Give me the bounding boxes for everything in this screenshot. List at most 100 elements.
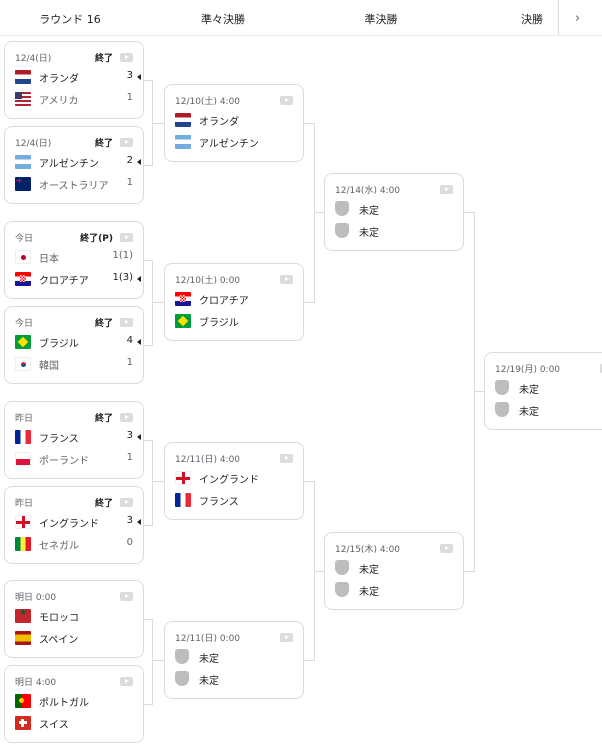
video-icon[interactable]: [120, 413, 133, 422]
match-date: 12/4(日): [15, 139, 52, 149]
team-name: 未定: [199, 676, 219, 687]
video-icon[interactable]: [280, 454, 293, 463]
team-name: セネガル: [39, 541, 79, 552]
team-row: 未定: [175, 648, 293, 666]
match-date: 今日: [15, 319, 34, 329]
flag-nl-icon: [15, 70, 31, 84]
video-icon[interactable]: [280, 633, 293, 642]
shield-icon: [335, 201, 349, 216]
bracket-line: [144, 525, 152, 526]
team-row: 韓国 1: [15, 355, 133, 373]
match-date: 12/4(日): [15, 54, 52, 64]
match-status: 終了: [94, 319, 113, 329]
round-header: ラウンド 16 準々決勝 準決勝 決勝 ›: [0, 0, 602, 36]
video-icon[interactable]: [120, 138, 133, 147]
team-name: 韓国: [39, 361, 59, 372]
team-name: 未定: [359, 206, 379, 217]
round-label-sf[interactable]: 準決勝: [364, 13, 398, 26]
flag-kr-icon: [15, 357, 31, 371]
team-row: 未定: [175, 670, 293, 688]
bracket-line: [152, 481, 164, 482]
bracket-line: [152, 123, 164, 124]
match-date: 今日: [15, 234, 34, 244]
shield-icon: [175, 649, 189, 664]
video-icon[interactable]: [440, 544, 453, 553]
flag-fr-icon: [15, 430, 31, 444]
next-round-button[interactable]: ›: [558, 0, 596, 36]
team-name: 未定: [519, 407, 539, 418]
flag-hr-icon: [15, 272, 31, 286]
team-name: クロアチア: [199, 296, 249, 307]
shield-icon: [495, 402, 509, 417]
team-score: 1(1): [112, 250, 133, 261]
match-card[interactable]: 12/10(土) 4:00 オランダアルゼンチン: [164, 84, 304, 162]
winner-arrow-icon: [137, 276, 141, 282]
flag-jp-icon: [15, 250, 31, 264]
team-score: 1: [126, 357, 133, 368]
match-date: 12/10(土) 4:00: [175, 97, 241, 107]
team-score: 1(3): [112, 272, 133, 283]
team-score: 1: [126, 452, 133, 463]
winner-arrow-icon: [137, 434, 141, 440]
match-date: 明日 4:00: [15, 678, 57, 688]
video-icon[interactable]: [120, 318, 133, 327]
video-icon[interactable]: [600, 364, 602, 373]
bracket-line: [304, 481, 314, 482]
video-icon[interactable]: [120, 677, 133, 686]
round-label-r16[interactable]: ラウンド 16: [39, 13, 101, 26]
flag-br-icon: [175, 314, 191, 328]
team-name: フランス: [199, 497, 239, 508]
match-date: 12/11(日) 0:00: [175, 634, 241, 644]
match-card[interactable]: 明日 0:00モロッコスペイン: [4, 580, 144, 658]
team-name: ポーランド: [39, 456, 89, 467]
flag-ar-icon: [175, 135, 191, 149]
team-row: 未定: [335, 222, 453, 240]
video-icon[interactable]: [120, 592, 133, 601]
team-name: オーストラリア: [39, 181, 109, 192]
flag-pt-icon: [15, 694, 31, 708]
team-name: フランス: [39, 434, 79, 445]
flag-en-icon: [15, 515, 31, 529]
bracket-line: [144, 440, 152, 441]
video-icon[interactable]: [280, 96, 293, 105]
team-row: オランダ: [175, 111, 293, 129]
video-icon[interactable]: [120, 233, 133, 242]
team-row: ポルトガル: [15, 692, 133, 710]
video-icon[interactable]: [440, 185, 453, 194]
bracket-line: [144, 345, 152, 346]
flag-en-icon: [175, 471, 191, 485]
video-icon[interactable]: [120, 53, 133, 62]
team-name: アルゼンチン: [199, 139, 259, 150]
shield-icon: [335, 223, 349, 238]
team-name: 日本: [39, 254, 59, 265]
team-name: オランダ: [39, 74, 79, 85]
round-label-qf[interactable]: 準々決勝: [201, 13, 245, 26]
flag-nl-icon: [175, 113, 191, 127]
video-icon[interactable]: [280, 275, 293, 284]
video-icon[interactable]: [120, 498, 133, 507]
match-date: 12/14(水) 4:00: [335, 186, 401, 196]
team-name: クロアチア: [39, 276, 89, 287]
bracket-line: [464, 212, 474, 213]
round-label-final[interactable]: 決勝: [521, 13, 543, 26]
team-row: 未定: [335, 559, 453, 577]
bracket-line: [314, 571, 324, 572]
bracket-line: [314, 123, 315, 303]
team-score: 4: [126, 335, 133, 346]
